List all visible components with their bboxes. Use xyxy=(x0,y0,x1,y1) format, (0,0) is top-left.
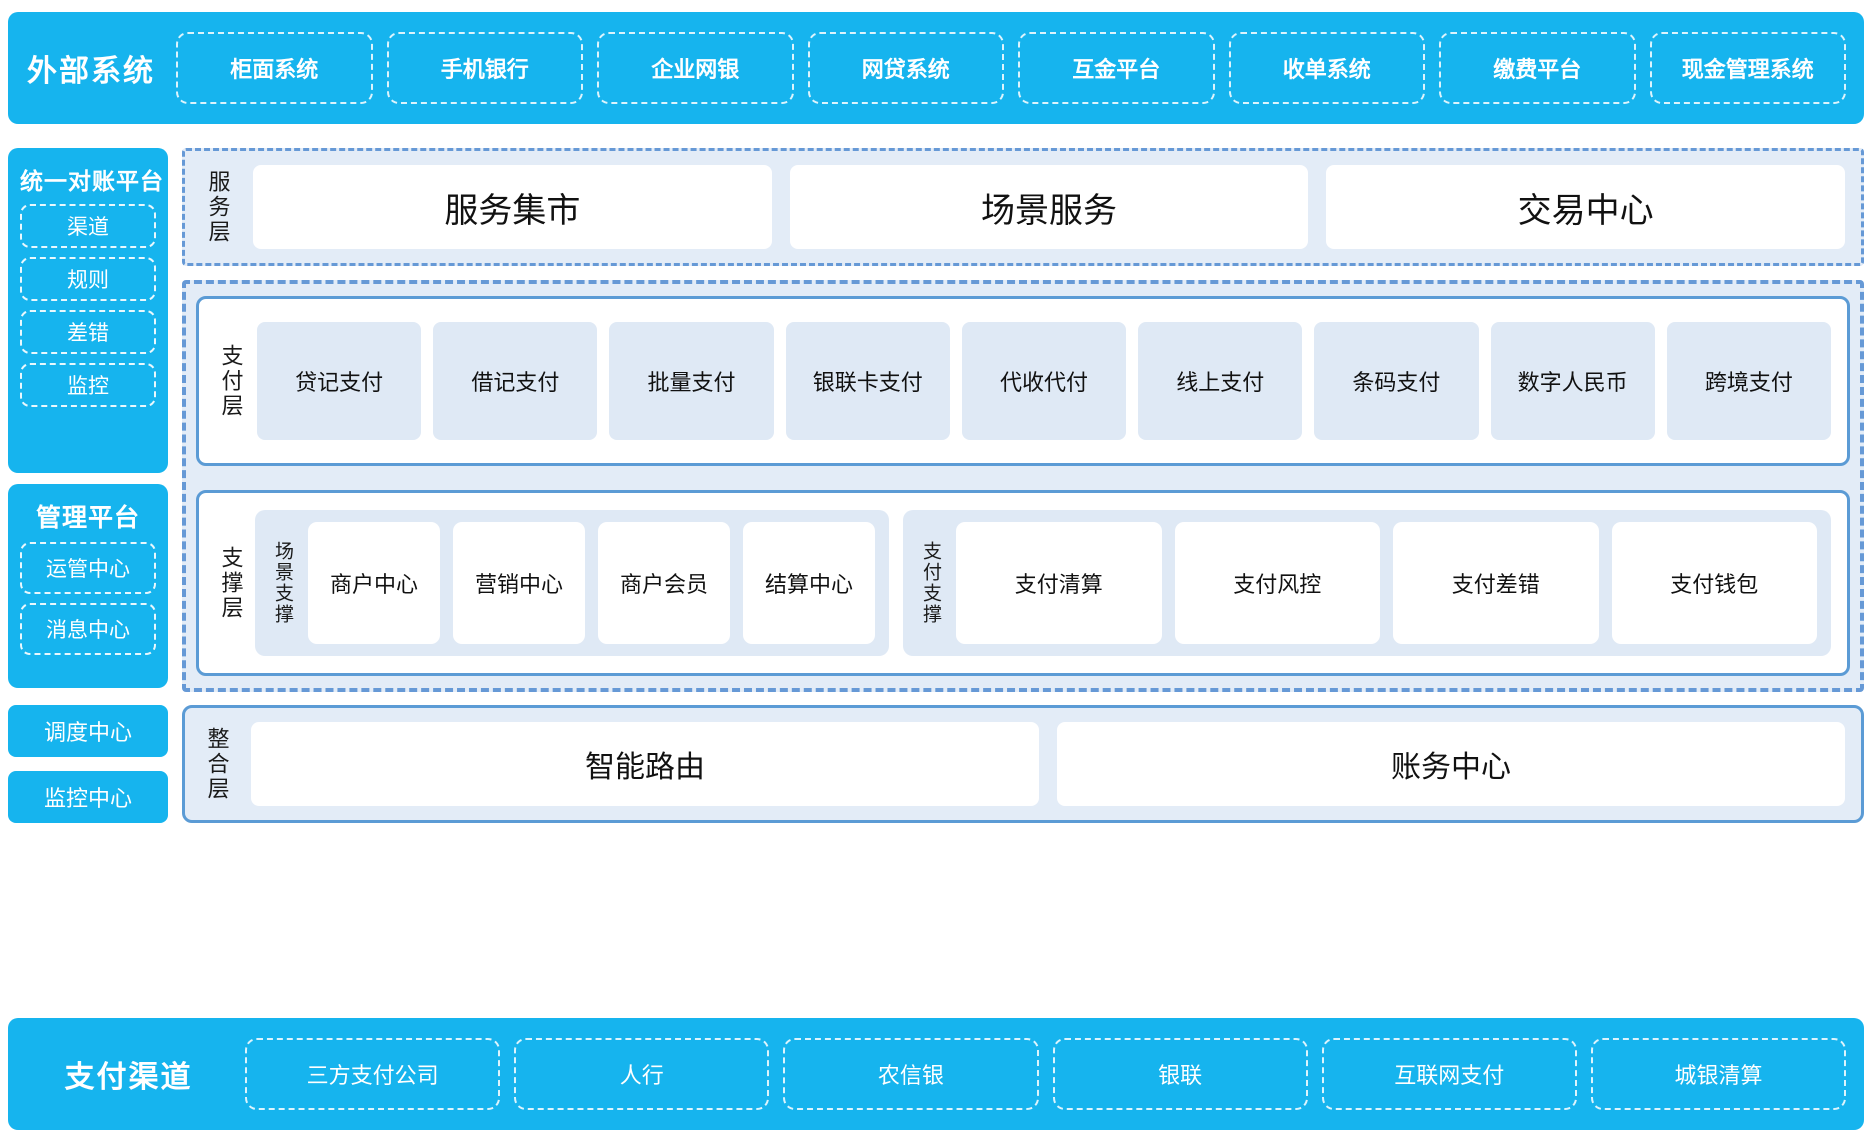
service-card-marketplace[interactable]: 服务集市 xyxy=(253,165,772,249)
support-cell-merchant-center[interactable]: 商户中心 xyxy=(308,522,440,644)
integration-card-smart-routing[interactable]: 智能路由 xyxy=(251,722,1039,806)
integration-layer-panel: 整合层 智能路由 账务中心 xyxy=(182,705,1864,823)
external-item-acquiring[interactable]: 收单系统 xyxy=(1228,32,1425,104)
external-item-corporate-bank[interactable]: 企业网银 xyxy=(597,32,794,104)
sidebar-reconciliation-item-channel[interactable]: 渠道 xyxy=(20,204,156,248)
channel-item-pboc[interactable]: 人行 xyxy=(514,1038,770,1110)
channel-item-internet-payment[interactable]: 互联网支付 xyxy=(1321,1038,1577,1110)
sidebar-reconciliation-item-monitor[interactable]: 监控 xyxy=(20,363,156,407)
service-layer-inner: 服务层 服务集市 场景服务 交易中心 xyxy=(185,151,1861,263)
payment-cell-cross-border[interactable]: 跨境支付 xyxy=(1666,322,1831,440)
payment-cell-unionpay-card[interactable]: 银联卡支付 xyxy=(785,322,950,440)
support-group-scenario: 场景支撑 商户中心 营销中心 商户会员 结算中心 xyxy=(255,510,889,656)
external-systems-title: 外部系统 xyxy=(27,55,155,88)
support-group-payment: 支付支撑 支付清算 支付风控 支付差错 支付钱包 xyxy=(903,510,1831,656)
sidebar-management-item-operations-center[interactable]: 运管中心 xyxy=(20,542,156,594)
sidebar-scheduling-center[interactable]: 调度中心 xyxy=(8,705,168,757)
external-systems-chip-row: 柜面系统 手机银行 企业网银 网贷系统 互金平台 收单系统 缴费平台 现金管理系… xyxy=(176,32,1846,104)
sidebar-management-title: 管理平台 xyxy=(35,504,140,532)
payment-cell-online-payment[interactable]: 线上支付 xyxy=(1138,322,1303,440)
channel-item-city-bank-clearing[interactable]: 城银清算 xyxy=(1590,1038,1847,1110)
payment-cell-barcode-payment[interactable]: 条码支付 xyxy=(1314,322,1479,440)
external-item-online-loan[interactable]: 网贷系统 xyxy=(807,32,1004,104)
payment-layer-inner: 支付层 贷记支付 借记支付 批量支付 银联卡支付 代收代付 线上支付 条码支付 … xyxy=(199,299,1847,463)
payment-layer-panel: 支付层 贷记支付 借记支付 批量支付 银联卡支付 代收代付 线上支付 条码支付 … xyxy=(196,296,1850,466)
external-item-internet-finance[interactable]: 互金平台 xyxy=(1018,32,1215,104)
service-layer-wrapper: 服务层 服务集市 场景服务 交易中心 xyxy=(182,148,1864,266)
support-cell-merchant-member[interactable]: 商户会员 xyxy=(598,522,730,644)
external-item-gui-mian[interactable]: 柜面系统 xyxy=(176,32,373,104)
sidebar-reconciliation-title: 统一对账平台 xyxy=(20,168,164,194)
support-group-payment-label: 支付支撑 xyxy=(919,541,941,625)
channel-item-third-party-payment[interactable]: 三方支付公司 xyxy=(245,1038,501,1110)
payment-cell-collect-pay[interactable]: 代收代付 xyxy=(961,322,1127,440)
payment-cell-batch-payment[interactable]: 批量支付 xyxy=(609,322,774,440)
external-item-cash-management[interactable]: 现金管理系统 xyxy=(1649,32,1846,104)
channel-item-rcc-bank[interactable]: 农信银 xyxy=(783,1038,1039,1110)
support-layer-panel: 支撑层 场景支撑 商户中心 营销中心 商户会员 结算中心 支付支撑 支付清算 支… xyxy=(196,490,1850,676)
channel-item-unionpay[interactable]: 银联 xyxy=(1052,1038,1308,1110)
sidebar-reconciliation-item-exception[interactable]: 差错 xyxy=(20,310,156,354)
payment-layer-label: 支付层 xyxy=(218,343,244,419)
sidebar-reconciliation-item-rules[interactable]: 规则 xyxy=(20,257,156,301)
support-cell-marketing-center[interactable]: 营销中心 xyxy=(453,522,585,644)
sidebar-management-platform: 管理平台 运管中心 消息中心 xyxy=(8,484,168,688)
integration-layer-inner: 整合层 智能路由 账务中心 xyxy=(185,708,1861,820)
payment-cell-digital-rmb[interactable]: 数字人民币 xyxy=(1490,322,1655,440)
payment-cell-credit-payment[interactable]: 贷记支付 xyxy=(257,322,422,440)
payment-layer-grid: 贷记支付 借记支付 批量支付 银联卡支付 代收代付 线上支付 条码支付 数字人民… xyxy=(257,322,1831,440)
support-cell-payment-clearing[interactable]: 支付清算 xyxy=(956,522,1162,644)
service-card-transaction-center[interactable]: 交易中心 xyxy=(1326,165,1846,249)
payment-cell-debit-payment[interactable]: 借记支付 xyxy=(433,322,598,440)
sidebar-management-item-message-center[interactable]: 消息中心 xyxy=(20,603,156,655)
sidebar-reconciliation-platform: 统一对账平台 渠道 规则 差错 监控 xyxy=(8,148,168,473)
support-cell-payment-risk[interactable]: 支付风控 xyxy=(1174,522,1380,644)
support-layer-inner: 支撑层 场景支撑 商户中心 营销中心 商户会员 结算中心 支付支撑 支付清算 支… xyxy=(199,493,1847,673)
support-group-scenario-label: 场景支撑 xyxy=(271,541,293,625)
integration-card-accounting-center[interactable]: 账务中心 xyxy=(1057,722,1845,806)
support-layer-label: 支撑层 xyxy=(218,545,244,621)
support-layer-groups: 场景支撑 商户中心 营销中心 商户会员 结算中心 支付支撑 支付清算 支付风控 … xyxy=(255,510,1831,656)
external-item-mobile-bank[interactable]: 手机银行 xyxy=(386,32,583,104)
integration-layer-label: 整合层 xyxy=(204,726,230,802)
support-cell-settlement-center[interactable]: 结算中心 xyxy=(743,522,875,644)
support-cell-payment-wallet[interactable]: 支付钱包 xyxy=(1611,522,1817,644)
external-item-payment-platform[interactable]: 缴费平台 xyxy=(1439,32,1636,104)
sidebar-monitoring-center[interactable]: 监控中心 xyxy=(8,771,168,823)
service-card-scenario-service[interactable]: 场景服务 xyxy=(789,165,1309,249)
external-systems-bar: 外部系统 柜面系统 手机银行 企业网银 网贷系统 互金平台 收单系统 缴费平台 … xyxy=(8,12,1864,124)
payment-channels-title: 支付渠道 xyxy=(64,1061,193,1094)
payment-channels-bar: 支付渠道 三方支付公司 人行 农信银 银联 互联网支付 城银清算 xyxy=(8,1018,1864,1130)
payment-channels-chip-row: 三方支付公司 人行 农信银 银联 互联网支付 城银清算 xyxy=(245,1038,1847,1110)
service-layer-label: 服务层 xyxy=(205,169,231,245)
support-cell-payment-exception[interactable]: 支付差错 xyxy=(1393,522,1599,644)
